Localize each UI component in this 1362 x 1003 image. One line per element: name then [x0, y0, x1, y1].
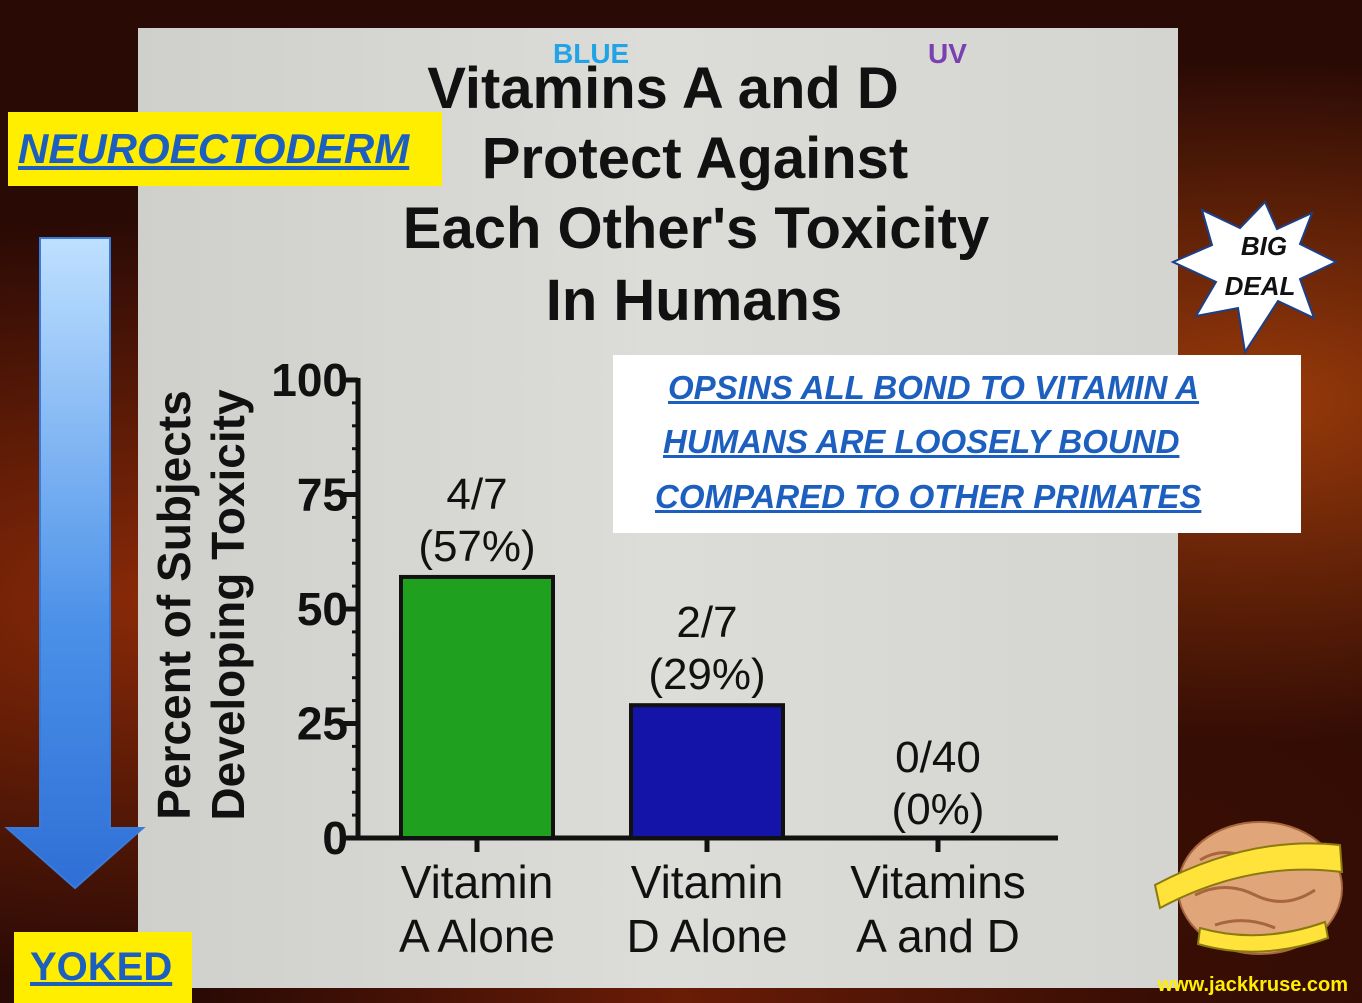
neuroectoderm-text: NEUROECTODERM — [18, 125, 410, 172]
opsins-callout: OPSINS ALL BOND TO VITAMIN A HUMANS ARE … — [613, 355, 1301, 533]
y-tick-label-4: 100 — [271, 354, 348, 406]
category-label-0-line-2: A Alone — [399, 910, 555, 962]
category-label-2-line-2: A and D — [856, 910, 1020, 962]
data-label-count-0: 4/7 — [446, 470, 507, 519]
down-arrow-icon — [4, 237, 146, 890]
category-label-1-line-2: D Alone — [626, 910, 787, 962]
y-tick-label-1: 25 — [297, 698, 348, 750]
neuroectoderm-label: NEUROECTODERM — [8, 112, 442, 186]
opsins-line-2: HUMANS ARE LOOSELY BOUND — [663, 423, 1180, 460]
data-label-percent-1: (29%) — [648, 650, 765, 699]
y-axis-label-line-1: Percent of Subjects — [148, 390, 200, 819]
data-label-percent-0: (57%) — [418, 522, 535, 571]
bar-0 — [399, 574, 555, 840]
opsins-line-3: COMPARED TO OTHER PRIMATES — [655, 478, 1202, 515]
y-tick-label-0: 0 — [322, 812, 348, 864]
category-label-0-line-1: Vitamin — [401, 856, 554, 908]
data-label-count-2: 0/40 — [895, 733, 981, 782]
big-deal-starburst-icon — [1170, 200, 1339, 355]
big-text: BIG — [1241, 231, 1287, 261]
website-label: www.jackkruse.com — [1157, 974, 1348, 996]
y-tick-label-2: 50 — [297, 583, 348, 635]
y-axis-label-line-2: Developing Toxicity — [202, 389, 254, 821]
chart-title-line-4: In Humans — [545, 268, 843, 333]
blue-note: BLUE — [553, 38, 630, 69]
deal-text: DEAL — [1225, 271, 1296, 301]
category-label-2-line-1: Vitamins — [850, 856, 1026, 908]
y-tick-label-3: 75 — [297, 469, 348, 521]
yoked-label: YOKED — [14, 932, 192, 1003]
brain-tape-logo — [1153, 821, 1344, 955]
yoked-text: YOKED — [30, 945, 173, 989]
uv-note: UV — [928, 38, 967, 69]
opsins-line-1: OPSINS ALL BOND TO VITAMIN A — [668, 369, 1200, 406]
category-label-1-line-1: Vitamin — [631, 856, 784, 908]
chart-title-line-2: Protect Against — [481, 126, 909, 191]
bar-1 — [629, 703, 785, 840]
data-label-count-1: 2/7 — [676, 598, 737, 647]
bar-chart: Percent of Subjects Developing Toxicity … — [148, 354, 1058, 962]
data-label-percent-2: (0%) — [892, 785, 985, 834]
chart-title-line-3: Each Other's Toxicity — [402, 196, 990, 261]
chart-title-line-1: Vitamins A and D — [427, 56, 899, 121]
